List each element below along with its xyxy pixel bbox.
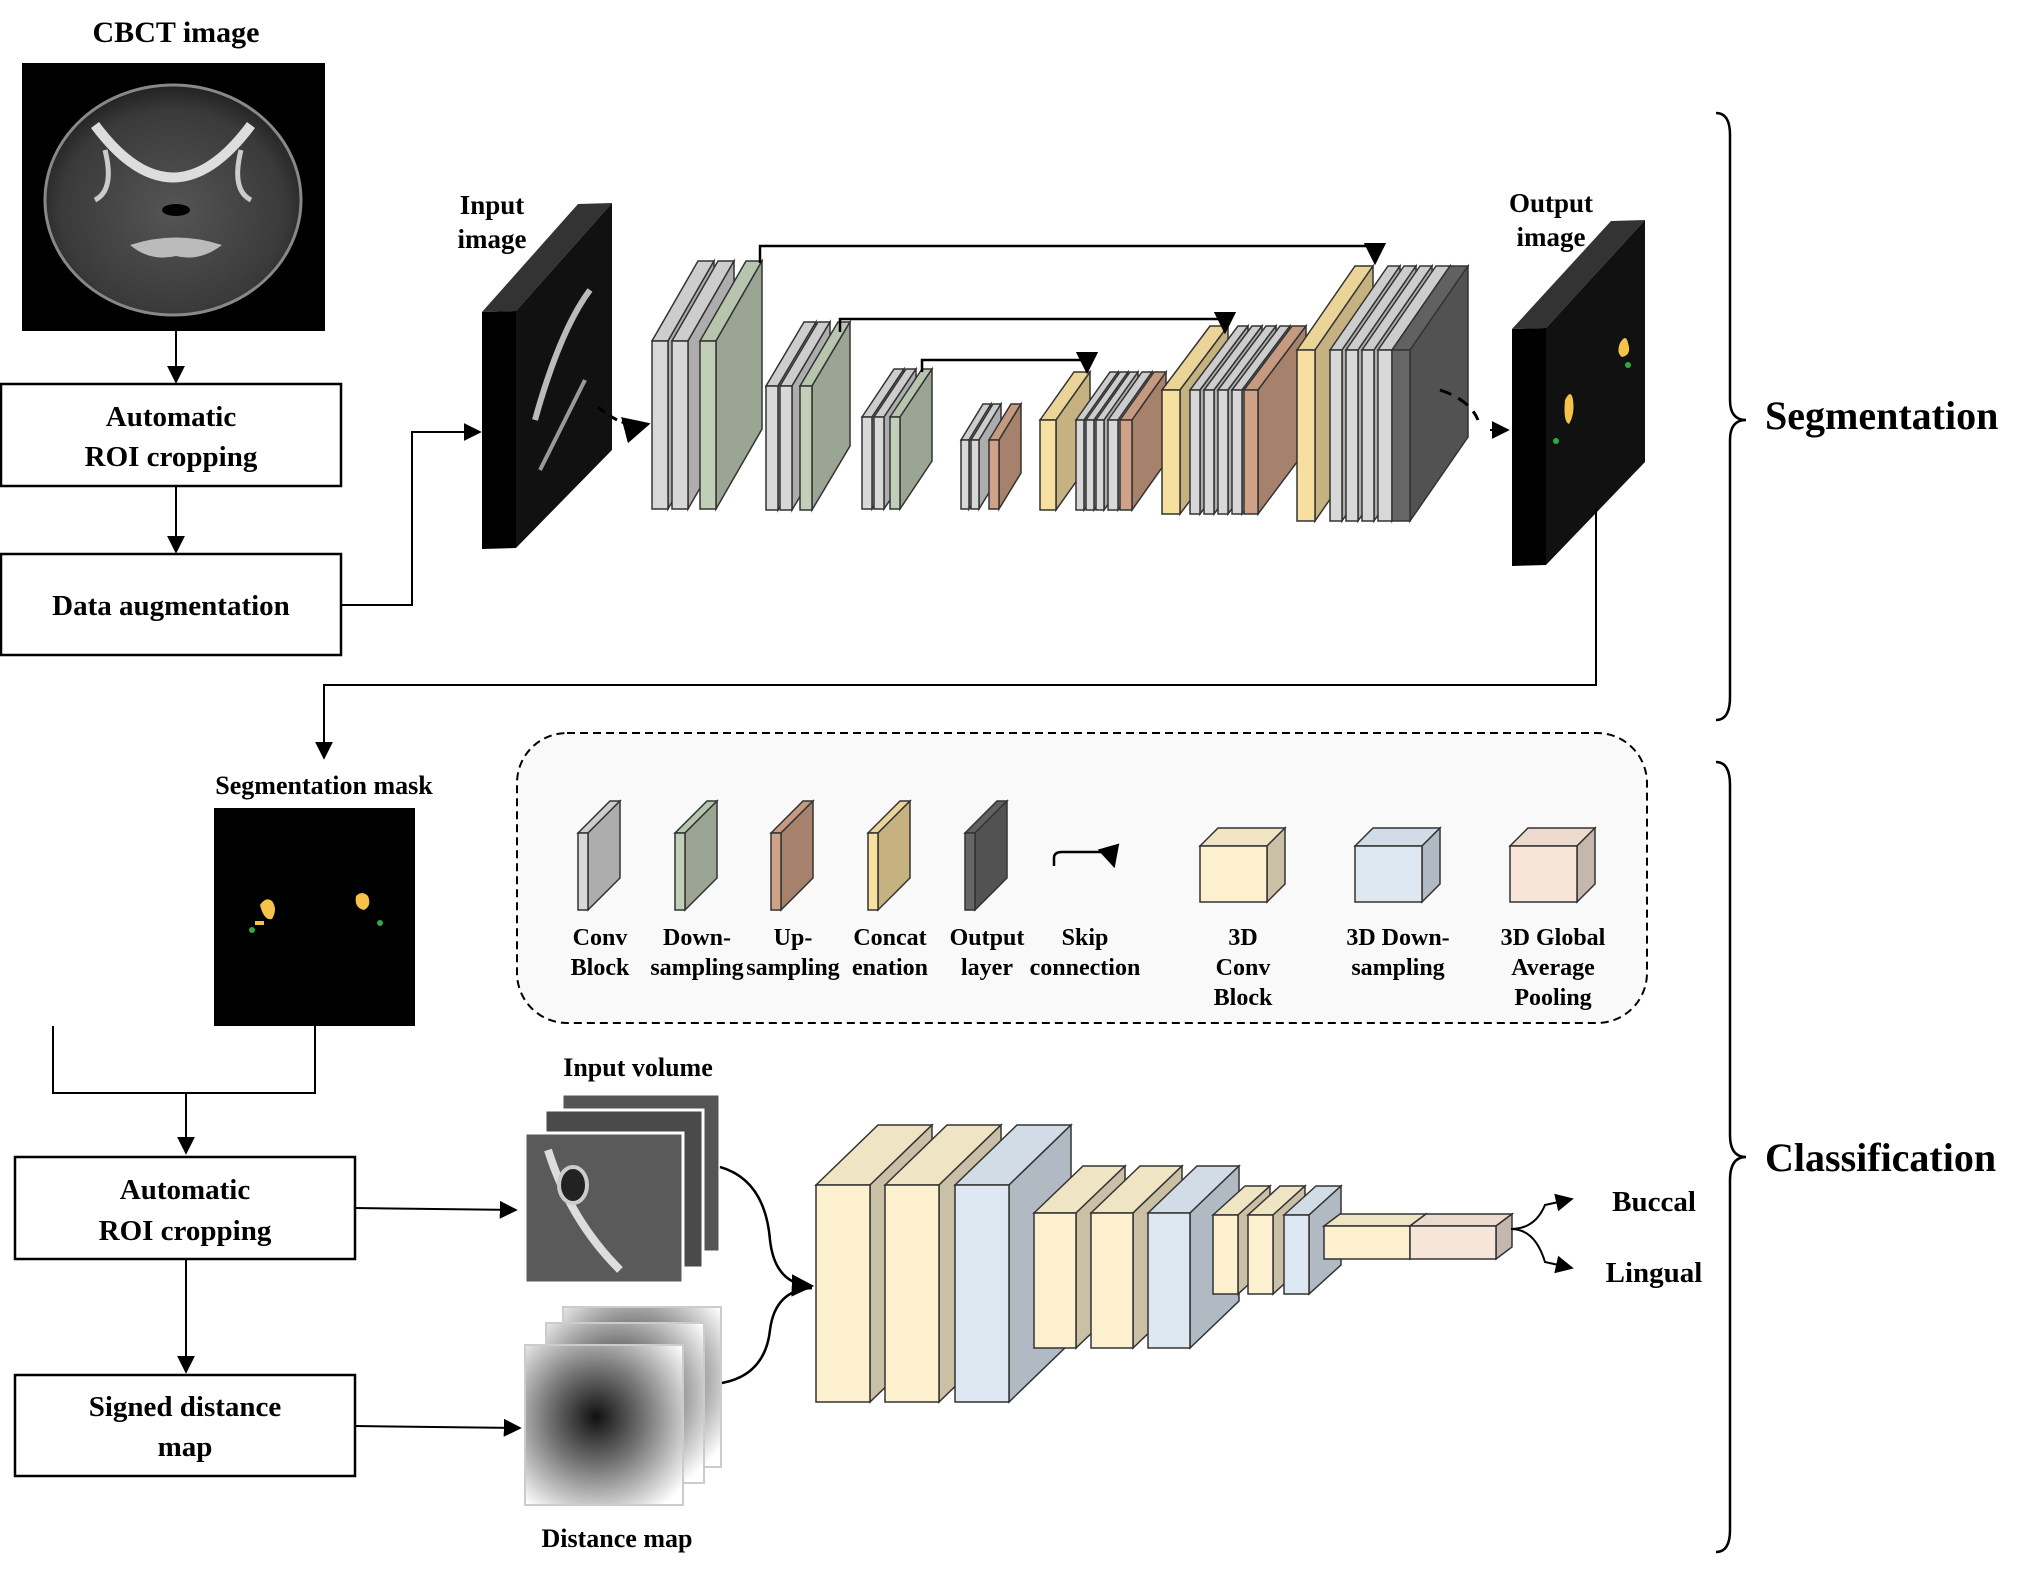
legend-skip-connection-glyph <box>1052 843 1120 869</box>
signed-distance-line1: Signed distance <box>89 1391 282 1423</box>
legend-down-sampling-line2: sampling <box>650 955 743 981</box>
legend-3d-conv-block-swatch <box>1198 826 1287 904</box>
legend-output-layer-line1: Output <box>950 925 1025 951</box>
output-image-slab <box>1512 220 1645 566</box>
cbct-image <box>22 63 325 331</box>
legend-3d-global-average-pooling-line2: Average <box>1511 955 1595 981</box>
legend-3d-global-average-pooling-line1: 3D Global <box>1501 925 1606 951</box>
arrow-roi-to-volume <box>354 1200 518 1219</box>
legend-output-layer-line2: layer <box>961 955 1013 981</box>
legend-concatenation-line2: enation <box>852 955 928 981</box>
legend-3d-down-sampling-swatch <box>1353 826 1442 904</box>
input-image-slab <box>482 203 612 549</box>
legend-conv-block-line1: Conv <box>573 925 628 951</box>
cnn-block-cube-gap <box>1407 1212 1515 1261</box>
legend-conv-block-line2: Block <box>571 955 630 981</box>
legend-up-sampling-line2: sampling <box>746 955 839 981</box>
data-augmentation-box <box>0 552 343 657</box>
input-image-line2: image <box>458 224 527 254</box>
legend-output-layer-swatch <box>963 799 1009 912</box>
input-volume-label: Input volume <box>563 1053 713 1082</box>
legend-3d-conv-block-line2: Conv <box>1216 955 1271 981</box>
input-image-line1: Input <box>460 190 525 220</box>
unet-layer-down <box>888 366 934 512</box>
unet-layer-down <box>698 258 764 512</box>
legend-3d-global-average-pooling-swatch <box>1508 826 1597 904</box>
unet-layer-output <box>1390 263 1470 524</box>
unet-architecture <box>650 258 1470 524</box>
legend-down-sampling-line1: Down- <box>663 925 731 951</box>
skip-connection-2 <box>838 311 1237 335</box>
legend-up-sampling-line1: Up- <box>774 925 813 951</box>
skip-connection-1 <box>758 242 1387 266</box>
roi-cropping-top-line2: ROI cropping <box>85 441 258 473</box>
legend-3d-down-sampling-line2: sampling <box>1351 955 1444 981</box>
legend: ConvBlockDown-samplingUp-samplingConcate… <box>571 799 1606 1011</box>
arrow-aug-to-input <box>341 423 482 606</box>
data-augmentation-label: Data augmentation <box>52 590 290 622</box>
roi-cropping-box-top <box>0 382 343 488</box>
roi-cropping-top-line1: Automatic <box>106 401 237 433</box>
legend-skip-connection-line2: connection <box>1030 955 1141 981</box>
unet-layer-down <box>798 319 852 513</box>
distance-map-label: Distance map <box>542 1524 693 1553</box>
cnn3d-architecture <box>814 1123 1515 1404</box>
segmentation-label: Segmentation <box>1765 393 1998 438</box>
unet-layer-up <box>1118 369 1168 513</box>
legend-3d-global-average-pooling-line3: Pooling <box>1514 985 1591 1011</box>
roi-cropping-bottom-line2: ROI cropping <box>99 1215 272 1247</box>
arrow-unet-to-output-a <box>1439 388 1480 421</box>
input-volume-stack <box>523 1092 722 1285</box>
segmentation-mask-label: Segmentation mask <box>215 771 433 800</box>
segmentation-mask-image <box>214 808 415 1026</box>
legend-skip-connection-line1: Skip <box>1062 925 1109 951</box>
legend-down-sampling-swatch <box>673 799 719 912</box>
unet-layer-up <box>1242 323 1308 517</box>
legend-3d-conv-block-line3: Block <box>1214 985 1273 1011</box>
output-image-line2: image <box>1517 222 1586 252</box>
arrow-volume-to-cnn <box>719 1165 815 1297</box>
arrow-to-buccal <box>1510 1193 1574 1230</box>
classification-brace <box>1715 760 1747 1554</box>
arrow-input-to-unet <box>597 405 651 444</box>
arrow-output-to-mask <box>315 508 1597 760</box>
legend-3d-down-sampling-line1: 3D Down- <box>1346 925 1449 951</box>
mask-bracket <box>52 1026 316 1094</box>
signed-distance-box <box>13 1373 357 1478</box>
arrow-to-lingual <box>1510 1228 1574 1274</box>
roi-cropping-bottom-line1: Automatic <box>120 1174 251 1206</box>
legend-conv-block-swatch <box>576 799 622 912</box>
signed-distance-line2: map <box>158 1431 213 1463</box>
legend-up-sampling-swatch <box>769 799 815 912</box>
cbct-image-label: CBCT image <box>93 16 260 49</box>
legend-3d-conv-block-line1: 3D <box>1228 925 1257 951</box>
distance-map-stack <box>524 1306 722 1506</box>
output-image-line1: Output <box>1509 188 1593 218</box>
legend-concatenation-swatch <box>866 799 912 912</box>
segmentation-brace <box>1715 111 1747 722</box>
arrow-distance-to-cnn <box>721 1286 813 1385</box>
unet-layer-up <box>987 401 1023 512</box>
legend-concatenation-line1: Concat <box>853 925 926 951</box>
arrow-sdm-to-distance <box>354 1418 522 1437</box>
skip-connection-3 <box>920 351 1099 375</box>
classification-label: Classification <box>1765 1135 1996 1180</box>
buccal-label: Buccal <box>1612 1186 1696 1218</box>
lingual-label: Lingual <box>1606 1257 1703 1289</box>
